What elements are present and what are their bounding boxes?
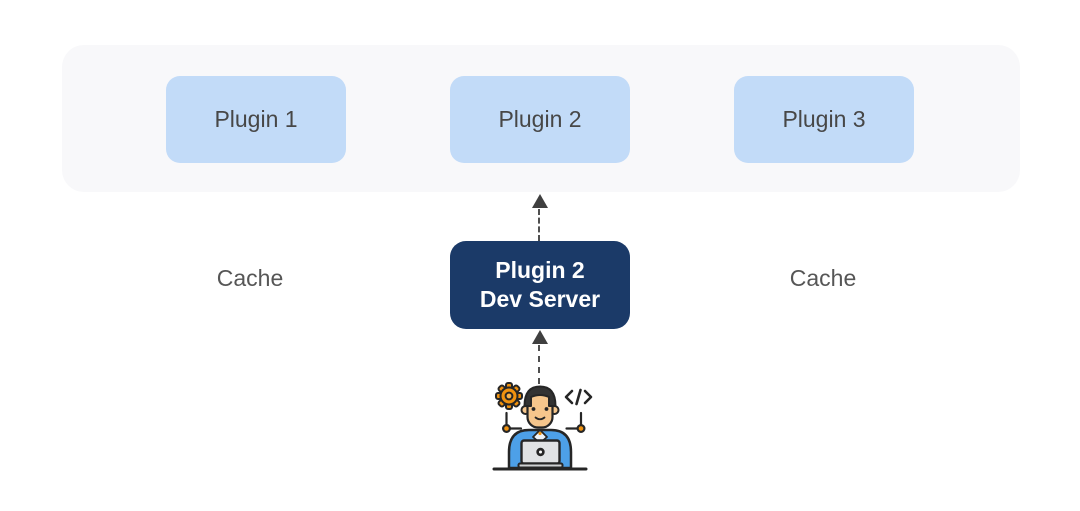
arrow-dev-to-server-head bbox=[532, 330, 548, 344]
dev-server-line2: Dev Server bbox=[479, 286, 601, 312]
dev-server-line1: Plugin 2 bbox=[495, 257, 585, 283]
plugin-3-box: Plugin 3 bbox=[734, 76, 914, 163]
branch-node-left-icon bbox=[502, 411, 523, 433]
plugin-2-dev-server-box: Plugin 2 Dev Server bbox=[450, 241, 630, 329]
code-tag-icon bbox=[564, 388, 593, 406]
plugin-3-label: Plugin 3 bbox=[782, 106, 866, 132]
plugin-2-box: Plugin 2 bbox=[450, 76, 630, 163]
laptop-icon bbox=[517, 439, 564, 469]
arrow-dev-to-server-stem bbox=[538, 345, 540, 384]
branch-node-right-icon bbox=[565, 411, 586, 433]
cache-label-right: Cache bbox=[789, 265, 857, 291]
arrow-server-to-plugin2-head bbox=[532, 194, 548, 208]
plugin-1-label: Plugin 1 bbox=[214, 106, 298, 132]
cache-label-left: Cache bbox=[216, 265, 284, 291]
gear-icon bbox=[495, 382, 523, 410]
plugin-host-bar: Plugin 1 Plugin 2 Plugin 3 bbox=[62, 45, 1020, 192]
plugin-1-box: Plugin 1 bbox=[166, 76, 346, 163]
developer-at-laptop-icon bbox=[492, 382, 593, 471]
arrow-server-to-plugin2-stem bbox=[538, 209, 540, 241]
plugin-2-label: Plugin 2 bbox=[498, 106, 582, 132]
